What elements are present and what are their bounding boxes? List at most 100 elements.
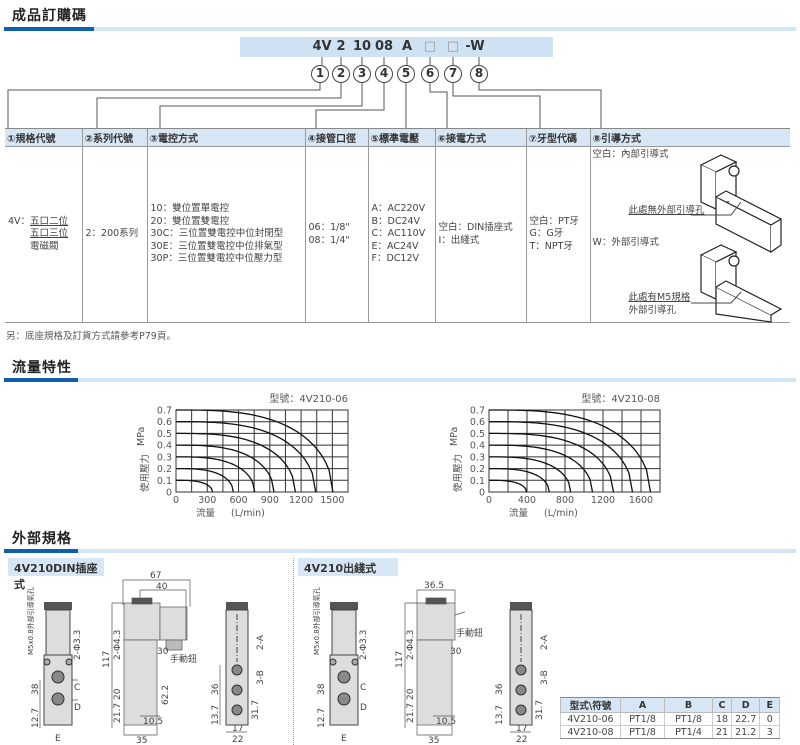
y-tick-label: 0.2 [157,464,172,475]
order-code-bar [240,37,553,57]
section-title-flow: 流量特性 [12,360,72,376]
position-circle-3: 3 [353,65,371,83]
code-part: A [401,39,413,54]
y-tick-label: 0.5 [470,429,485,440]
connection-option: I：出綫式 [438,234,480,246]
spec-header: E [759,697,781,713]
dim-hole-side: 2-Φ3.3 [73,630,83,660]
position-circle-8: 8 [470,65,488,83]
cell-series-code: 2：200系列 [81,146,147,323]
spec-line: 五口三位 [30,228,69,240]
spec-cell: 21 [711,725,733,739]
manual-button-label: 手動鈕 [170,653,197,665]
port-A: 2-A [256,634,266,650]
dim-67: 67 [150,571,161,581]
curve-0.5MPa [489,432,615,493]
dim-35: 35 [428,736,439,745]
dim-13-7: 13.7 [211,705,221,725]
x-tick-label: 1500 [320,495,344,506]
cell-control-type: 10：雙位置單電控 20：雙位置雙電控 30C：三位置雙電控中位封閉型 30E：… [146,146,305,323]
spec-cell: 4V210-06 [560,712,621,726]
y-tick-label: 0 [479,488,485,499]
control-option: 30E：三位置雙電控中位排氣型 [150,240,283,252]
dim-36-5: 36.5 [424,581,444,591]
thread-option: T：NPT牙 [529,240,573,252]
code-part: □ [423,39,437,54]
x-tick-label: 300 [198,495,216,506]
cell-connection: 空白：DIN插座式 I：出綫式 [434,146,526,323]
manual-button-label: 手動鈕 [456,627,483,639]
x-axis-unit: (L/min) [544,508,578,519]
subtitle-wire: 4V210出綫式 [298,558,398,576]
curve-0.4MPa [489,444,594,493]
spec-header: B [664,697,713,713]
curve-0.2MPa [489,467,550,493]
y-tick-label: 0 [166,488,172,499]
section-title-dimensions: 外部規格 [12,531,72,547]
spec-line: 五口二位 [30,215,69,227]
position-circle-7: 7 [444,65,462,83]
control-option: 30P：三位置雙電控中位壓力型 [150,253,283,265]
y-tick-label: 0.7 [157,406,172,417]
x-axis-label: 流量 [196,507,216,519]
voltage-option: B：DC24V [371,215,421,227]
spec-cell: PT1/8 [620,725,665,739]
y-axis-label: 使用壓力 [452,454,464,492]
dim-E: E [341,734,347,744]
chart-title: 型號：4V210-08 [581,392,660,405]
x-axis-unit: (L/min) [231,508,265,519]
dim-21-7: 21.7 [113,703,123,723]
thread-option: 空白：PT牙 [529,215,580,227]
header-thread: ⑦牙型代碼 [525,128,590,147]
y-tick-label: 0.1 [157,476,172,487]
dim-31-7: 31.7 [535,700,545,720]
port-A: 2-A [540,634,550,650]
cell-voltage: A：AC220V B：DC24V C：AC110V E：AC24V F：DC12… [367,146,435,323]
dim-E: E [55,734,61,744]
cell-thread: 空白：PT牙 G：G牙 T：NPT牙 [525,146,590,323]
y-tick-label: 0.1 [470,476,485,487]
dim-22: 22 [516,735,527,745]
spec-cell: 3 [759,725,781,739]
y-tick-label: 0.3 [157,452,172,463]
dim-pilot-port: M5x0.8外部引導氣孔 [312,587,321,655]
curve-0.7MPa [176,409,334,493]
pilot-external-note: 外部引導孔 [628,305,677,316]
curve-0.6MPa [176,421,317,493]
spec-header: C [711,697,733,713]
curve-0.5MPa [176,432,297,493]
port-B: 3-B [540,670,550,685]
header-voltage: ⑤標準電壓 [367,128,435,147]
pilot-external-note: 此處有M5規格 [628,292,691,303]
spec-header: 型式\符號 [560,697,621,713]
spec-cell: PT1/8 [664,712,713,726]
code-part: -W [465,39,485,54]
voltage-option: A：AC220V [371,203,426,215]
x-tick-label: 1200 [289,495,313,506]
y-tick-label: 0.7 [470,406,485,417]
plot-frame [488,409,661,493]
dim-12-7: 12.7 [317,708,327,728]
control-option: 10：雙位置單電控 [150,203,230,215]
x-tick-label: 600 [229,495,247,506]
dim-D: D [360,703,367,713]
code-leader-lines [7,57,602,128]
curve-0.1MPa [489,479,528,493]
spec-cell: PT1/4 [664,725,713,739]
ordering-code-table: ①規格代號 ②系列代號 ③電控方式 ④接管口徑 ⑤標準電壓 ⑥接電方式 ⑦牙型代… [5,128,790,323]
x-tick-label: 400 [518,495,536,506]
control-option: 20：雙位置雙電控 [150,215,230,227]
control-option: 30C：三位置雙電控中位封閉型 [150,228,284,240]
y-tick-label: 0.4 [157,441,172,452]
x-tick-label: 800 [556,495,574,506]
x-tick-label: 1600 [629,495,653,506]
section-divider [4,549,796,553]
code-part: 4V [312,39,332,54]
dim-pilot-port: M5x0.8外部引導氣孔 [26,587,35,655]
curve-0.7MPa [489,409,652,493]
y-tick-label: 0.2 [470,464,485,475]
dim-hole-front: 2-Φ4.3 [406,630,416,660]
code-part: 2 [336,39,346,54]
